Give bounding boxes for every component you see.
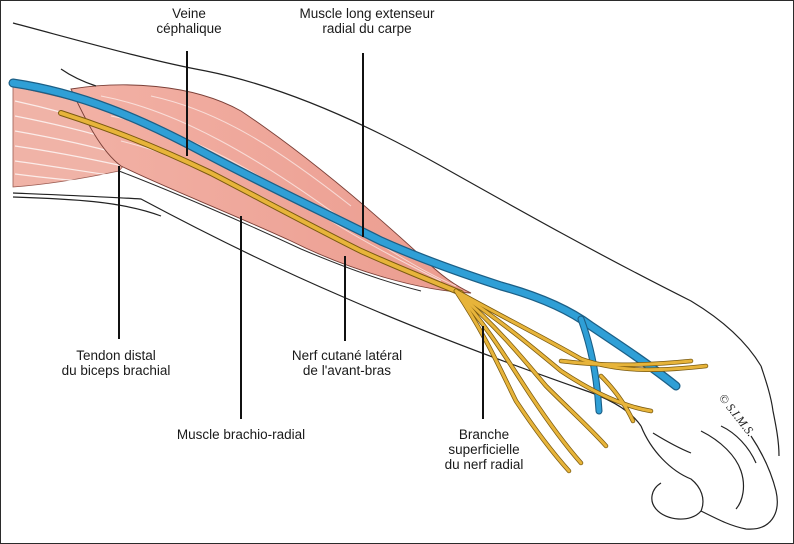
label-branche-superficielle: Branche superficielle du nerf radial — [429, 427, 539, 472]
label-nerf-cutane-lateral: Nerf cutané latéral de l'avant-bras — [273, 348, 421, 378]
label-muscle-long-extenseur: Muscle long extenseur radial du carpe — [283, 6, 451, 36]
label-veine-cephalique: Veine céphalique — [139, 6, 239, 36]
label-tendon-distal: Tendon distal du biceps brachial — [41, 348, 191, 378]
label-muscle-brachio-radial: Muscle brachio-radial — [161, 427, 321, 442]
